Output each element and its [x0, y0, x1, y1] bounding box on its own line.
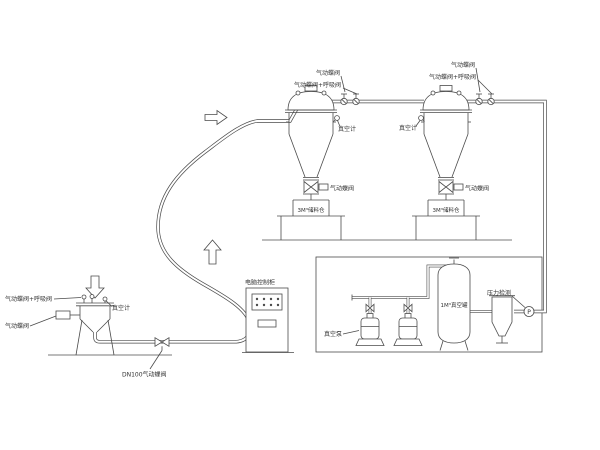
silo-2-label: 3M³储料仓 [433, 206, 460, 214]
dn100-butterfly-valve [149, 336, 170, 370]
butterfly-valve-icon [310, 180, 319, 194]
vacuum-gauge-icon [334, 115, 340, 121]
receiver-dome [422, 91, 470, 111]
vacuum-gauge-icon [418, 115, 424, 121]
butterfly-valve-icon [438, 180, 447, 194]
breather-valve-icon [352, 93, 360, 106]
valve-actuator-icon [453, 183, 464, 191]
flow-arrow-right-icon [204, 109, 228, 126]
leader-line [342, 87, 358, 95]
control-cabinet [245, 287, 289, 353]
vacuum-tank: 1M³真空罐 [437, 257, 471, 351]
breather-valve-icon [81, 294, 87, 300]
pump-body [398, 317, 418, 340]
butterfly-valve-icon [340, 93, 348, 106]
pressure-instrument-tag: P [527, 309, 531, 316]
leader-line [29, 315, 57, 327]
breather-valve-icon [487, 93, 495, 106]
label-receiver2-discharge-valve: 气动蝶阀 [465, 185, 489, 193]
vacuum-pump-1 [355, 313, 385, 346]
leader-line [53, 297, 82, 300]
label-feeder-valve: 气动蝶阀 [5, 322, 29, 330]
silo-1-label: 3M³储料仓 [298, 206, 325, 214]
filter-body [491, 296, 513, 337]
cabinet-panel [251, 293, 283, 311]
pump-base [393, 338, 423, 346]
valve-actuator-icon [55, 310, 71, 320]
label-feeder-breather: 气动蝶阀+呼吸阀 [5, 295, 52, 303]
dome-port-icon [456, 90, 462, 96]
valve-icon [365, 303, 371, 313]
storage-silo-1: 3M³储料仓 [277, 199, 345, 240]
label-feeder-gauge: 真空计 [112, 304, 130, 312]
annotations: 气动蝶阀 气动蝶阀+呼吸阀 真空计 气动蝶阀 气动蝶阀 气动蝶阀+呼吸阀 真空计… [5, 61, 526, 379]
butterfly-valve-icon [445, 180, 454, 194]
label-control-cabinet: 电脑控制柜 [245, 279, 275, 287]
label-receiver2-breather: 气动蝶阀+呼吸阀 [429, 73, 476, 81]
pressure-gauge: P [523, 306, 535, 317]
cabinet-switch-panel [257, 319, 277, 328]
vacuum-feeder [55, 294, 115, 356]
label-pressure-detection: 压力检测 [487, 289, 511, 297]
dome-port-icon [430, 90, 436, 96]
pump-room-outline [315, 256, 543, 353]
leader-line [342, 330, 360, 335]
storage-silo-2: 3M³储料仓 [412, 199, 480, 240]
vacuum-pump-2 [393, 313, 423, 346]
butterfly-valve-icon [475, 93, 483, 106]
leader-line [149, 350, 163, 370]
valve-icon [407, 303, 413, 313]
dome-port-icon [321, 90, 327, 96]
valve-icon [369, 303, 375, 313]
vacuum-tank-label: 1M³真空罐 [441, 301, 468, 309]
leader-line [337, 120, 341, 127]
vacuum-receiver-2 [418, 85, 472, 200]
dome-cap [304, 85, 318, 92]
label-receiver1-gauge: 真空计 [338, 125, 356, 133]
butterfly-valve-icon [303, 180, 312, 194]
leader-line [511, 295, 526, 308]
inline-filter [489, 295, 515, 344]
dome-cap [439, 85, 453, 92]
receiver-dome [287, 91, 335, 111]
leader-line [415, 120, 421, 127]
butterfly-valve-icon [161, 336, 170, 348]
label-vacuum-pump: 真空泵 [324, 330, 342, 338]
pump-body [360, 317, 380, 340]
butterfly-valve-icon [154, 336, 163, 348]
label-receiver2-gauge: 真空计 [399, 124, 417, 132]
pump-inlet-valves [365, 303, 413, 313]
flow-arrow-down-icon [85, 275, 105, 299]
valve-icon [403, 303, 409, 313]
pump-base [355, 338, 385, 346]
leader-line [340, 75, 346, 93]
material-pipe [93, 107, 299, 344]
flow-arrow-up-icon [203, 239, 222, 265]
dome-port-icon [295, 90, 301, 96]
valve-port-icon [89, 294, 95, 299]
label-dn100-valve: DN100气动蝶阀 [122, 371, 167, 379]
vacuum-gauge-icon [102, 296, 108, 302]
label-receiver1-discharge-valve: 气动蝶阀 [330, 185, 354, 193]
valve-actuator-icon [318, 183, 329, 191]
label-receiver1-valve: 气动蝶阀 [316, 69, 340, 77]
top-line-valves [340, 93, 495, 106]
leader-line [105, 300, 113, 307]
pressure-gauge-icon [523, 306, 535, 317]
vacuum-receiver-1 [285, 85, 340, 200]
label-receiver1-breather: 气动蝶阀+呼吸阀 [294, 81, 341, 89]
leader-line [477, 79, 493, 95]
label-receiver2-valve: 气动蝶阀 [451, 61, 475, 69]
